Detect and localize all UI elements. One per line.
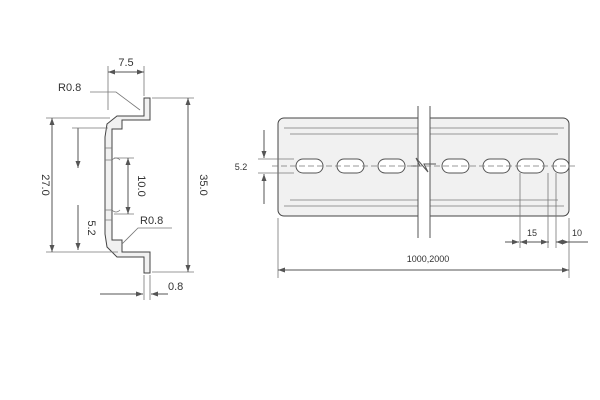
profile-view: 7.5 R0.8 35.0 27.0 10.0 5.2 R0.8 0 xyxy=(39,57,209,300)
dim-total-height: 35.0 xyxy=(197,174,209,195)
dim-slot-width: 5.2 xyxy=(235,162,248,172)
dim-radius-top: R0.8 xyxy=(58,82,81,94)
dim-length: 1000,2000 xyxy=(407,254,450,264)
rail-profile xyxy=(104,97,151,274)
slot xyxy=(482,158,511,174)
dim-top-width: 7.5 xyxy=(118,57,133,69)
slot xyxy=(336,158,365,174)
break-symbol xyxy=(411,106,436,238)
dim-pitch: 15 xyxy=(527,228,537,238)
rail-view: 5.2 1000,2000 15 10 xyxy=(235,106,588,278)
dim-inner-height: 27.0 xyxy=(39,174,51,195)
dim-lip: 5.2 xyxy=(85,220,97,235)
dim-thickness: 0.8 xyxy=(168,281,183,293)
dim-slot-height: 10.0 xyxy=(135,175,147,196)
dim-radius-bottom: R0.8 xyxy=(140,215,163,227)
slot xyxy=(516,158,545,174)
dim-end-offset: 10 xyxy=(572,228,582,238)
